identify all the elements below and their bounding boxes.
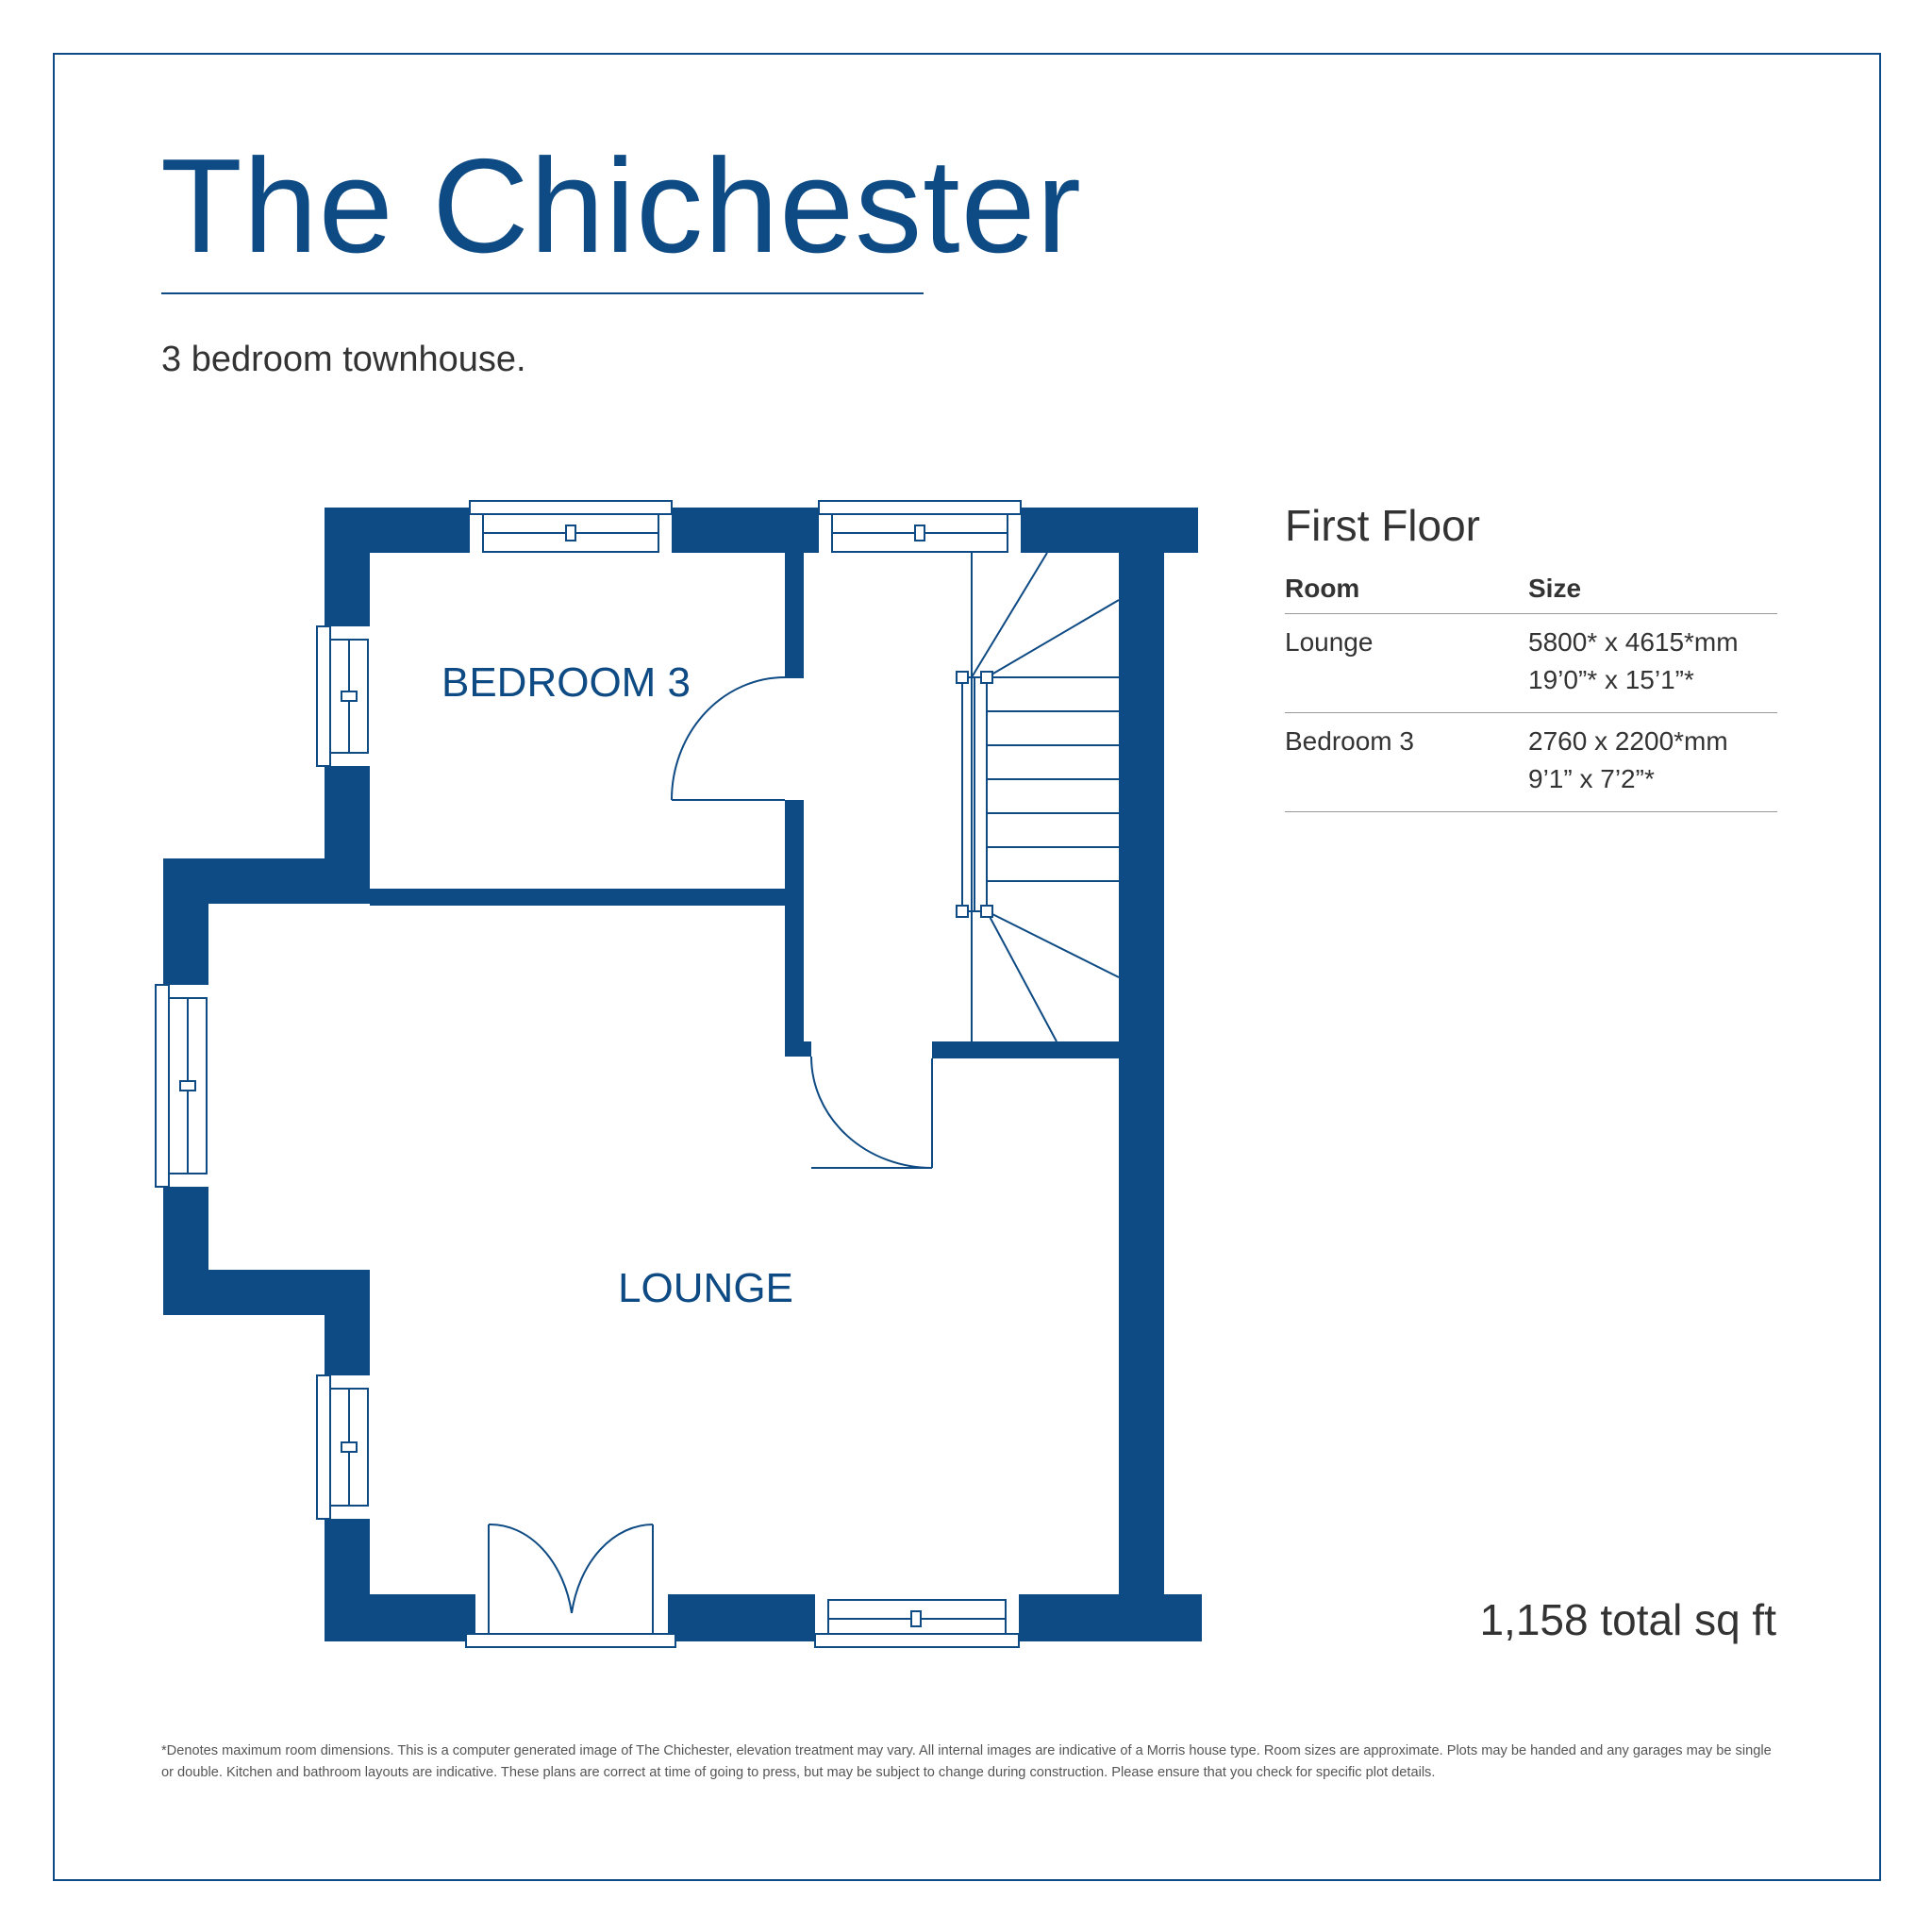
size-imperial: 19’0”* x 15’1”* [1528,665,1694,694]
staircase [956,552,1120,1042]
total-area: 1,158 total sq ft [1479,1595,1776,1644]
room-label-lounge: LOUNGE [618,1265,793,1311]
title-divider [161,292,924,294]
column-header-size: Size [1528,574,1777,614]
page-frame [53,53,1881,1881]
room-size-table: First Floor Room Size Lounge 5800* x 461… [1285,500,1777,812]
floor-plan: BEDROOM 3 LOUNGE [155,500,1202,1648]
column-header-room: Room [1285,574,1528,614]
floor-title: First Floor [1285,501,1480,550]
disclaimer-text: *Denotes maximum room dimensions. This i… [161,1743,1772,1780]
room-size: 2760 x 2200*mm 9’1” x 7’2”* [1528,712,1777,812]
page-subtitle: 3 bedroom townhouse. [161,340,526,379]
page-title: The Chichester [160,131,1082,281]
windows [155,500,1022,1648]
room-size: 5800* x 4615*mm 19’0”* x 15’1”* [1528,613,1777,713]
size-metric: 2760 x 2200*mm [1528,726,1728,756]
table-row: Lounge 5800* x 4615*mm 19’0”* x 15’1”* [1285,613,1777,713]
room-name: Bedroom 3 [1285,712,1528,812]
room-name: Lounge [1285,613,1528,713]
table-row: Bedroom 3 2760 x 2200*mm 9’1” x 7’2”* [1285,712,1777,812]
door-swings [488,676,933,1634]
size-metric: 5800* x 4615*mm [1528,627,1739,657]
size-imperial: 9’1” x 7’2”* [1528,764,1655,793]
table-header-row: Room Size [1285,574,1777,614]
room-label-bedroom-3: BEDROOM 3 [441,659,691,706]
room-table: Room Size Lounge 5800* x 4615*mm 19’0”* … [1285,574,1777,812]
